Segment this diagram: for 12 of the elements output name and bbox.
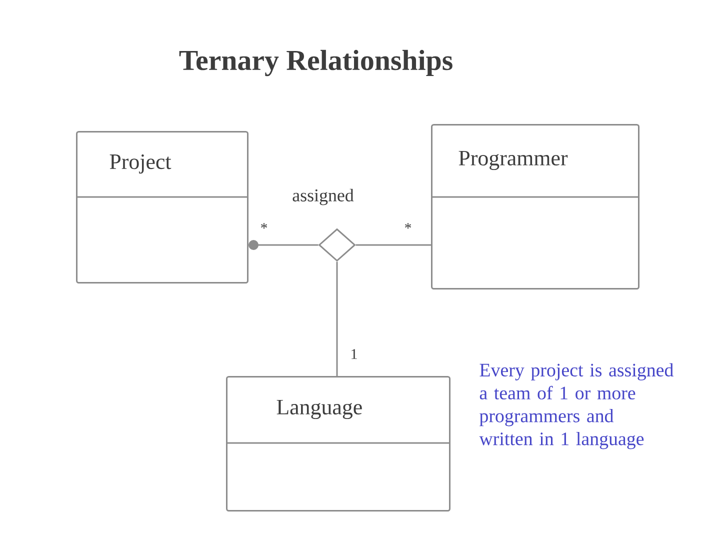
class-box: Programmer (431, 124, 640, 290)
multiplicity-label: 1 (349, 348, 359, 360)
association-line (248, 240, 318, 250)
association-line (356, 244, 431, 246)
note-text: Every project is assigned a team of 1 or more programmers and written in 1 language (479, 363, 674, 450)
multiplicity-label: * (403, 222, 413, 234)
title: Ternary Relationships (179, 50, 452, 76)
multiplicity-label: * (259, 222, 269, 234)
association-label: assigned (292, 188, 354, 206)
class-box: Language (226, 376, 450, 512)
class-box: Project (76, 131, 248, 284)
association-line (336, 262, 338, 376)
